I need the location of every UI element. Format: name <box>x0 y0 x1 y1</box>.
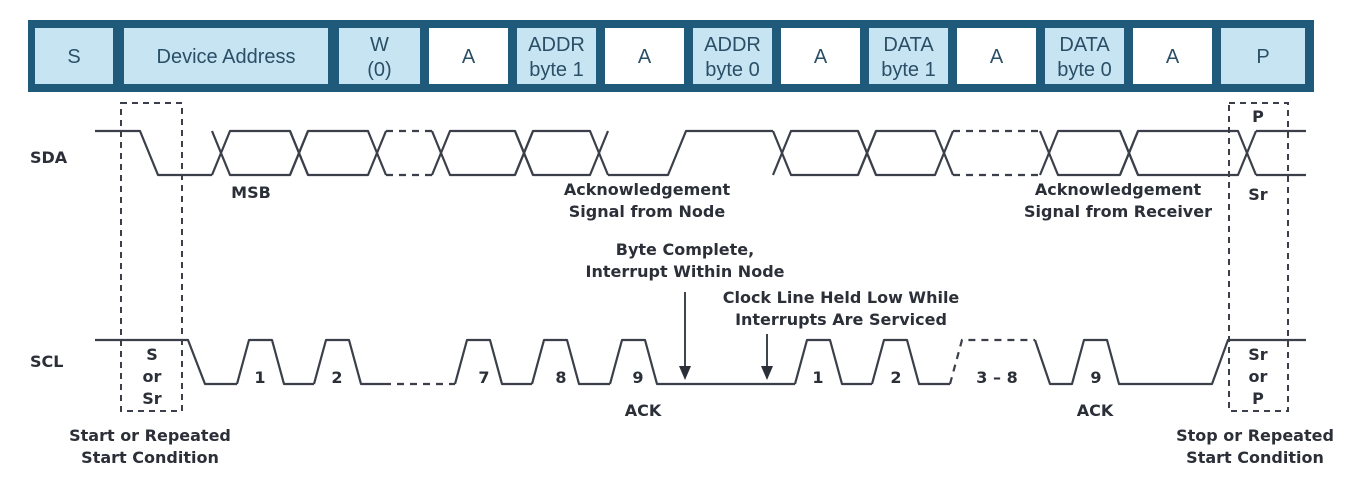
byte-complete-arrowhead <box>679 366 691 380</box>
scl-stop-p-label: P <box>1252 389 1264 408</box>
scl-pulse-9-ack <box>608 338 795 386</box>
packet-cell-label: A <box>1166 46 1180 68</box>
packet-cells: S Device Address W (0) A ADDR byte 1 A ADDR byte … <box>35 28 1305 84</box>
scl-pulse-8 <box>530 338 610 386</box>
byte-complete-label-line1: Byte Complete, <box>616 240 754 259</box>
sda-bit-next-2 <box>856 129 955 177</box>
packet-cell <box>339 28 420 84</box>
packet-cell <box>124 28 328 84</box>
scl-stop-sr-label: Sr <box>1248 345 1268 364</box>
packet-cell-label: byte 1 <box>881 59 935 81</box>
packet-cell-label: A <box>638 46 652 68</box>
packet-cell-label: DATA <box>1059 34 1110 56</box>
scl-signal-label: SCL <box>30 352 63 371</box>
scl-start-sr-label: Sr <box>142 389 162 408</box>
start-condition-box <box>120 102 183 412</box>
clock-held-arrowhead <box>761 366 773 380</box>
packet-cell <box>35 28 113 84</box>
packet-cell <box>781 28 860 84</box>
packet-bar: S Device Address W (0) A ADDR byte 1 A ADDR byte … <box>28 20 1314 92</box>
packet-cell <box>517 28 596 84</box>
clock-held-label-line1: Clock Line Held Low While <box>723 288 960 307</box>
ack-receiver-label-line1: Acknowledgement <box>1035 180 1202 199</box>
packet-cell-label: A <box>462 46 476 68</box>
packet-cell <box>957 28 1036 84</box>
scl-pulse-next-1 <box>793 338 872 386</box>
packet-cell-label: byte 0 <box>1057 59 1111 81</box>
stop-condition-caption-line1: Stop or Repeated <box>1176 426 1334 445</box>
packet-cell <box>605 28 684 84</box>
scl-pulse-label: 8 <box>555 368 566 387</box>
packet-cell-label: A <box>814 46 828 68</box>
packet-cell-label: S <box>67 46 80 68</box>
scl-pulse-next-2 <box>870 338 950 386</box>
sda-bit-last-2 <box>1118 129 1258 177</box>
byte-complete-label-line2: Interrupt Within Node <box>586 262 785 281</box>
packet-cell-label: DATA <box>883 34 934 56</box>
msb-label: MSB <box>231 183 271 202</box>
sda-bit-8-ack <box>513 129 610 177</box>
packet-cell-label: byte 0 <box>705 59 759 81</box>
scl-gap-dash-2 <box>948 338 1035 385</box>
stop-condition-box <box>1228 102 1289 412</box>
ack-receiver-label-line2: Signal from Receiver <box>1024 202 1212 221</box>
packet-cell-label: W <box>370 34 389 56</box>
scl-start-or-label: or <box>143 367 162 386</box>
packet-cell-label: ADDR <box>528 34 585 56</box>
ack-label-2: ACK <box>1077 401 1114 420</box>
sda-signal-label: SDA <box>30 148 68 167</box>
stop-condition-caption-line2: Start Condition <box>1186 448 1324 467</box>
sda-waveform <box>95 129 1306 177</box>
packet-cell-label: A <box>990 46 1004 68</box>
scl-pulse-label: 7 <box>478 368 489 387</box>
start-condition-caption-line2: Start Condition <box>81 448 219 467</box>
ack-node-label-line1: Acknowledgement <box>564 180 731 199</box>
sda-stop-p-label: P <box>1252 107 1264 126</box>
scl-start <box>95 338 237 386</box>
packet-cell-label: byte 1 <box>529 59 583 81</box>
ack-label-1: ACK <box>625 401 662 420</box>
scl-pulse-label: 2 <box>890 368 901 387</box>
scl-pulse-label: 2 <box>331 368 342 387</box>
scl-waveform <box>95 338 1306 386</box>
ack-node-label-line2: Signal from Node <box>569 202 726 221</box>
sda-gap-dash-1 <box>386 129 432 177</box>
packet-cell <box>1045 28 1124 84</box>
scl-start-s-label: S <box>146 345 158 364</box>
packet-cell <box>869 28 948 84</box>
scl-pulse-label: 9 <box>632 368 643 387</box>
packet-cell-label: P <box>1256 46 1269 68</box>
start-condition-caption-line1: Start or Repeated <box>69 426 231 445</box>
sda-start-fall <box>95 129 212 177</box>
scl-pulse-2 <box>312 338 384 386</box>
scl-pulse-label: 1 <box>254 368 265 387</box>
scl-stop-or-label: or <box>1249 367 1268 386</box>
packet-cell <box>1221 28 1305 84</box>
sda-gap-dash-2 <box>953 129 1040 177</box>
scl-pulse-7 <box>453 338 532 386</box>
packet-cell-label: Device Address <box>157 46 296 68</box>
scl-pulse-last-9 <box>1033 338 1306 386</box>
sda-bit-2 <box>288 129 388 177</box>
packet-cell-label: (0) <box>367 59 391 81</box>
packet-cell <box>429 28 508 84</box>
packet-cell-label: ADDR <box>704 34 761 56</box>
packet-cell <box>1133 28 1212 84</box>
scl-pulse-label: 3 – 8 <box>976 368 1017 387</box>
scl-pulse-1 <box>235 338 314 386</box>
sda-stop-sr-label: Sr <box>1248 185 1268 204</box>
sda-ack-node-low <box>608 129 773 177</box>
clock-held-label-line2: Interrupts Are Serviced <box>735 310 947 329</box>
packet-cell <box>693 28 772 84</box>
scl-pulse-label: 1 <box>812 368 823 387</box>
sda-end <box>1256 129 1306 177</box>
scl-pulse-label: 9 <box>1090 368 1101 387</box>
